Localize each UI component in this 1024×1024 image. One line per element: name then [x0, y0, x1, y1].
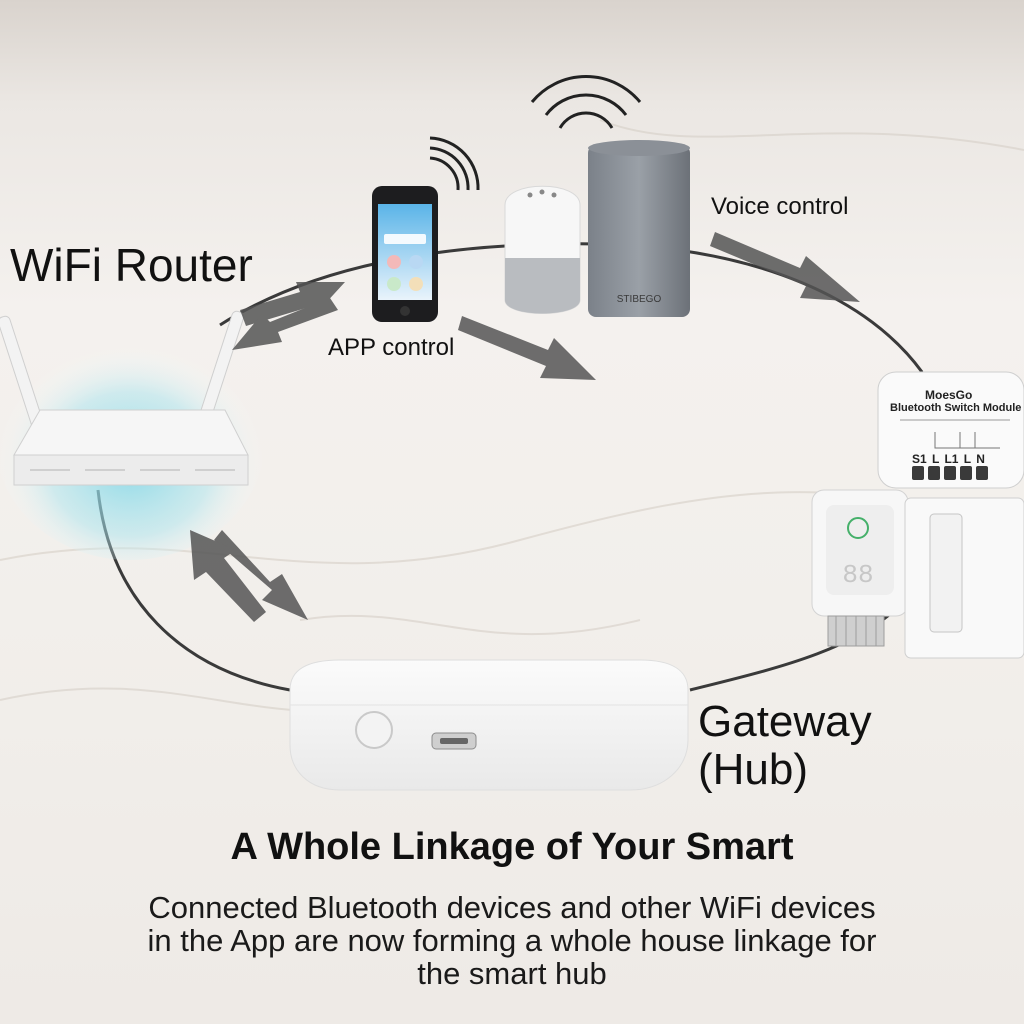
arrow-phone-to-ring	[458, 316, 596, 380]
phone-wifi-icon	[429, 136, 480, 191]
wifi-router	[0, 310, 265, 560]
smartphone	[372, 186, 438, 322]
thermostat-valve: 88	[811, 489, 909, 647]
wifi-router-label: WiFi Router	[10, 239, 253, 291]
arrow-hub-to-router	[190, 530, 266, 622]
svg-text:STIBEGO: STIBEGO	[617, 294, 662, 305]
module-brand: MoesGo	[925, 388, 973, 402]
smart-speaker-small	[504, 185, 581, 314]
arrow-voice-to-module	[710, 232, 860, 302]
app-control-label: APP control	[328, 334, 455, 361]
module-title: Bluetooth Switch Module	[890, 402, 1022, 414]
gateway-label: Gateway	[698, 697, 872, 746]
gateway-hub	[289, 659, 689, 791]
module-terminals: S1 L L1 L N	[912, 452, 985, 466]
speaker-wifi-icon	[530, 75, 642, 129]
arrow-router-to-phone	[240, 282, 345, 326]
voice-control-label: Voice control	[711, 193, 849, 220]
smart-speaker-large: STIBEGO	[588, 140, 690, 317]
arrow-router-to-hub	[214, 530, 308, 620]
flow-arrows	[190, 232, 860, 622]
hub-label: (Hub)	[698, 745, 809, 794]
wall-switch	[904, 497, 1024, 659]
description-line: the smart hub	[417, 956, 607, 991]
description-line: Connected Bluetooth devices and other Wi…	[148, 890, 876, 925]
svg-text:88: 88	[842, 560, 873, 590]
headline: A Whole Linkage of Your Smart	[230, 826, 794, 868]
bluetooth-switch-module	[877, 371, 1024, 489]
arrow-phone-to-router	[232, 298, 338, 350]
description-line: in the App are now forming a whole house…	[147, 923, 877, 958]
